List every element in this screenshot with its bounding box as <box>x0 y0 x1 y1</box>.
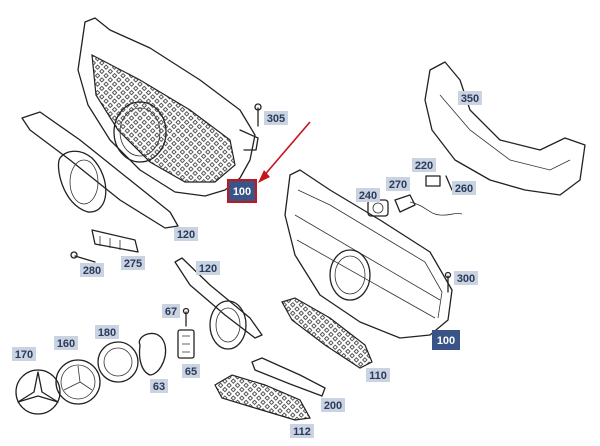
svg-text:300: 300 <box>457 273 475 285</box>
callout-110: 110 <box>366 368 390 382</box>
callout-200: 200 <box>321 398 345 412</box>
svg-text:280: 280 <box>83 265 101 277</box>
callout-350: 350 <box>458 91 482 105</box>
highlight-arrow <box>258 121 311 183</box>
callout-120-upper: 120 <box>174 227 198 241</box>
svg-text:180: 180 <box>98 327 116 339</box>
screw-67 <box>182 307 190 327</box>
mesh-insert-112 <box>214 374 311 421</box>
svg-text:220: 220 <box>415 160 433 172</box>
svg-text:275: 275 <box>124 258 142 270</box>
screw-305 <box>254 103 262 127</box>
callout-280: 280 <box>80 263 104 277</box>
grille-assembly-upper <box>77 17 259 197</box>
screw-260 <box>445 175 453 191</box>
emblem-badge-160 <box>55 359 101 405</box>
callout-305: 305 <box>264 111 288 125</box>
bracket-275 <box>91 229 139 253</box>
connector-220 <box>425 175 441 187</box>
svg-text:305: 305 <box>267 113 285 125</box>
callout-275: 275 <box>121 256 145 270</box>
svg-text:65: 65 <box>185 366 197 378</box>
callout-100-right: 100 <box>432 330 460 350</box>
callout-100-highlighted: 100 <box>227 179 257 203</box>
emblem-holder-63 <box>138 332 167 376</box>
callout-160: 160 <box>54 336 78 350</box>
svg-text:63: 63 <box>153 381 165 393</box>
callout-112: 112 <box>290 424 314 438</box>
svg-text:200: 200 <box>324 400 342 412</box>
sensor-270 <box>394 194 463 216</box>
callout-220: 220 <box>412 158 436 172</box>
callout-67: 67 <box>162 304 180 318</box>
svg-text:110: 110 <box>369 370 387 382</box>
screw-300 <box>444 271 452 293</box>
svg-text:67: 67 <box>165 306 177 318</box>
callout-63: 63 <box>150 379 168 393</box>
svg-text:170: 170 <box>15 349 33 361</box>
camera-240 <box>367 199 389 217</box>
clip-65 <box>177 329 195 359</box>
svg-text:350: 350 <box>461 93 479 105</box>
upper-support-350 <box>424 61 586 196</box>
callout-65: 65 <box>182 364 200 378</box>
trim-strip-upper <box>21 111 179 229</box>
svg-text:160: 160 <box>57 338 75 350</box>
svg-text:240: 240 <box>359 190 377 202</box>
callout-260: 260 <box>452 181 476 195</box>
svg-text:112: 112 <box>293 426 311 438</box>
svg-text:120: 120 <box>199 263 217 275</box>
screw-280 <box>70 251 96 263</box>
strip-200 <box>251 357 326 397</box>
svg-text:120: 120 <box>177 229 195 241</box>
mesh-insert-110 <box>281 297 373 369</box>
callout-180: 180 <box>95 325 119 339</box>
svg-text:270: 270 <box>389 179 407 191</box>
callout-300: 300 <box>454 271 478 285</box>
svg-text:100: 100 <box>437 335 455 347</box>
callout-270: 270 <box>386 177 410 191</box>
grille-frame-right <box>284 169 453 339</box>
emblem-ring-180 <box>97 341 139 383</box>
trim-strip-lower <box>174 257 263 350</box>
svg-text:100: 100 <box>233 186 251 198</box>
callout-240: 240 <box>356 188 380 202</box>
callout-170: 170 <box>12 347 36 361</box>
svg-text:260: 260 <box>455 183 473 195</box>
callout-120-lower: 120 <box>196 261 220 275</box>
emblem-star-170 <box>15 369 61 415</box>
